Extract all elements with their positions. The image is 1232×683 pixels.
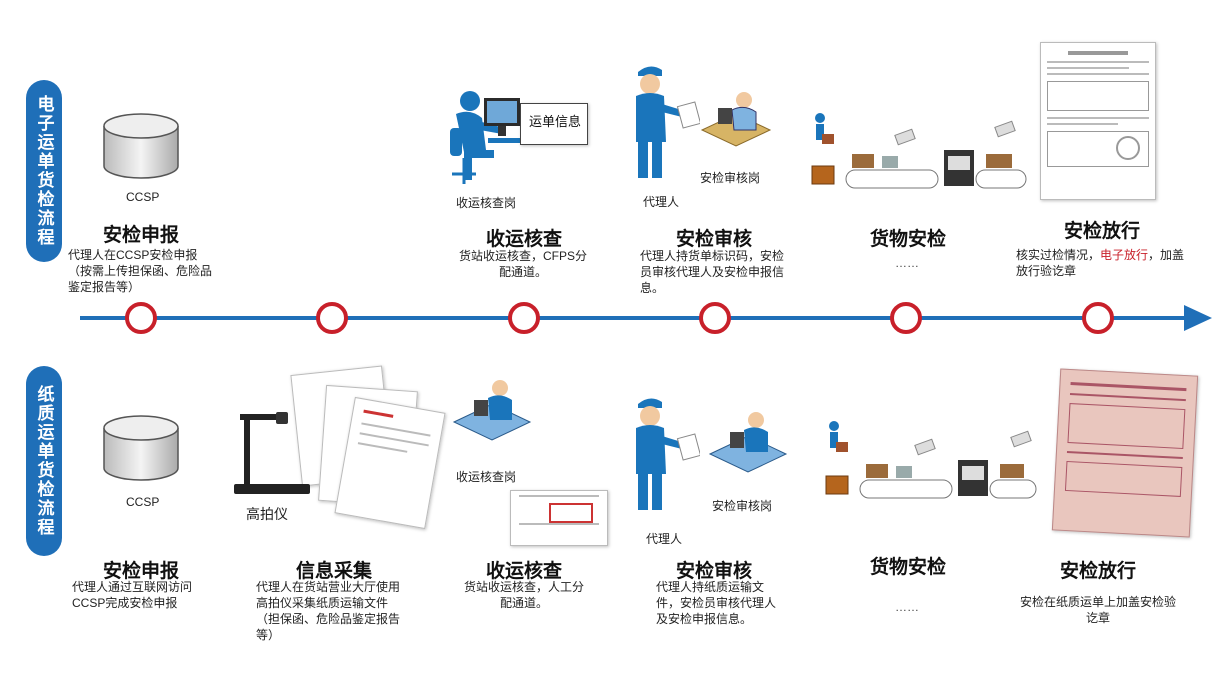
step-desc-release: 安检在纸质运单上加盖安检验讫章 bbox=[1019, 595, 1176, 625]
ellipsis-text: …… bbox=[895, 600, 919, 614]
step-title-audit: 安检审核 bbox=[675, 229, 752, 250]
cargo-screening-icon bbox=[811, 113, 1027, 189]
lane-label-paper: 纸质运单货检流程 bbox=[26, 366, 62, 556]
lane-label-electronic: 电子运单货检流程 bbox=[26, 80, 62, 262]
receive-post-label: 收运核查岗 bbox=[456, 470, 517, 484]
step-desc-collect: 代理人在货站营业大厅使用高拍仪采集纸质运输文件（担保函、危险品鉴定报告等） bbox=[256, 580, 401, 642]
step-title-declare: 安检申报 bbox=[102, 225, 179, 246]
stamped-waybill-image bbox=[510, 490, 608, 546]
database-icon bbox=[103, 113, 179, 179]
release-certificate-image bbox=[1040, 42, 1156, 200]
camera-label: 高拍仪 bbox=[246, 506, 288, 522]
audit-post-label: 安检审核岗 bbox=[712, 499, 773, 513]
agent-label: 代理人 bbox=[643, 195, 680, 209]
timeline-node-6 bbox=[1082, 302, 1114, 334]
step-title-release: 安检放行 bbox=[1063, 221, 1140, 242]
ccsp-label: CCSP bbox=[126, 495, 160, 509]
agent-figure-icon bbox=[636, 66, 700, 178]
step-title-release: 安检放行 bbox=[1059, 561, 1136, 582]
timeline-node-3 bbox=[508, 302, 540, 334]
step-desc-receive-check: 货站收运核查，CFPS分配通道。 bbox=[458, 249, 587, 279]
timeline-line bbox=[80, 316, 1188, 320]
timeline-node-4 bbox=[699, 302, 731, 334]
step-desc-audit: 代理人持纸质运输文件，安检员审核代理人及安检申报信息。 bbox=[656, 580, 777, 626]
scanned-document bbox=[334, 396, 446, 530]
step-title-cargo-screening: 货物安检 bbox=[869, 229, 946, 250]
waybill-info-doc: 运单信息 bbox=[520, 103, 588, 145]
database-icon bbox=[103, 415, 179, 481]
audit-post-label: 安检审核岗 bbox=[700, 171, 761, 185]
audit-desk-icon bbox=[708, 412, 788, 473]
timeline-node-1 bbox=[125, 302, 157, 334]
operator-computer-icon bbox=[450, 91, 532, 184]
step-title-declare: 安检申报 bbox=[102, 561, 179, 582]
step-title-receive-check: 收运核查 bbox=[485, 561, 562, 582]
timeline-node-2 bbox=[316, 302, 348, 334]
receive-desk-icon bbox=[452, 380, 532, 441]
timeline-node-5 bbox=[890, 302, 922, 334]
step-title-receive-check: 收运核查 bbox=[485, 229, 562, 250]
step-desc-receive-check: 货站收运核查，人工分配通道。 bbox=[463, 580, 584, 610]
step-desc-release: 核实过检情况，电子放行，加盖放行验讫章 bbox=[1016, 248, 1185, 278]
receive-post-label: 收运核查岗 bbox=[456, 196, 517, 210]
step-title-cargo-screening: 货物安检 bbox=[869, 557, 946, 578]
audit-desk-icon bbox=[700, 92, 772, 147]
ccsp-label: CCSP bbox=[126, 190, 160, 204]
step-desc-declare: 代理人通过互联网访问CCSP完成安检申报 bbox=[72, 580, 193, 610]
step-title-audit: 安检审核 bbox=[675, 561, 752, 582]
cargo-screening-icon bbox=[825, 421, 1037, 499]
agent-figure-icon bbox=[636, 398, 700, 510]
timeline-arrowhead bbox=[1184, 305, 1212, 331]
ellipsis-text: …… bbox=[895, 256, 919, 270]
paper-waybill-image bbox=[1051, 368, 1199, 538]
agent-label: 代理人 bbox=[646, 532, 683, 546]
step-title-collect: 信息采集 bbox=[295, 561, 372, 582]
document-camera-icon bbox=[234, 412, 310, 494]
step-desc-declare: 代理人在CCSP安检申报（按需上传担保函、危险品鉴定报告等） bbox=[68, 248, 213, 294]
step-desc-audit: 代理人持货单标识码，安检员审核代理人及安检申报信息。 bbox=[640, 249, 785, 295]
